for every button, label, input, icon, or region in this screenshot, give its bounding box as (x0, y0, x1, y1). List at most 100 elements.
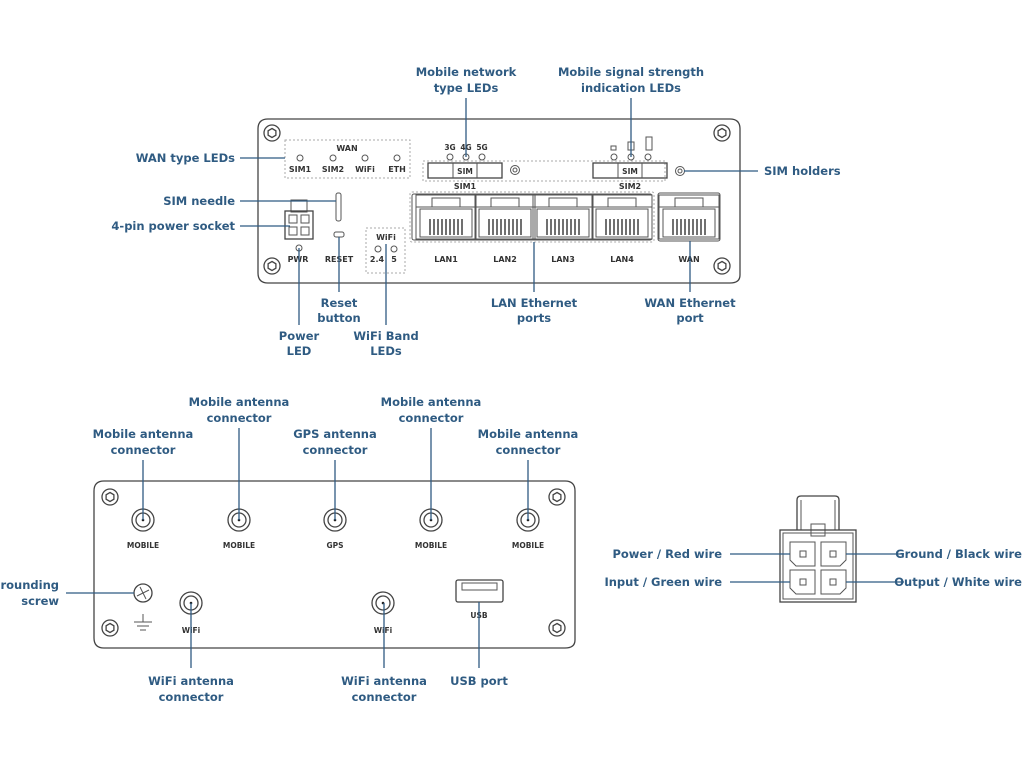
sim1-slot[interactable]: SIM (427, 162, 503, 179)
screw-icon (548, 619, 566, 637)
connector-label-3: GPS (326, 541, 343, 550)
callout-mobile-2-line1: Mobile antenna (189, 395, 290, 409)
led-icon (296, 154, 304, 162)
callout-mobile-1-line1: Mobile antenna (93, 427, 194, 441)
callout-mobile-1-line2: connector (111, 443, 176, 457)
wan-led-group (284, 139, 411, 179)
connector-label-4: MOBILE (415, 541, 447, 550)
pin-ground-black (820, 541, 847, 567)
callout-usb: USB port (450, 674, 508, 688)
wan-led-eth: ETH (388, 165, 406, 174)
ground-symbol-icon (134, 614, 152, 631)
led-icon (446, 153, 454, 161)
sim-strip (422, 160, 666, 182)
pin-label-power: Power / Red wire (612, 547, 722, 561)
sim2-holder-screw (675, 166, 685, 176)
front-panel: WAN SIM1 SIM2 WiFi ETH PWR RESET WiFi 2.… (257, 118, 741, 284)
led-icon (390, 245, 398, 253)
callout-lan-line2: ports (517, 311, 551, 325)
callout-lan-line1: LAN Ethernet (491, 296, 578, 310)
sim-needle (335, 192, 342, 222)
callout-mobile-4-line2: connector (496, 443, 561, 457)
usb-port[interactable] (455, 579, 504, 603)
callout-gps-line1: GPS antenna (293, 427, 377, 441)
led-icon (361, 154, 369, 162)
led-icon (610, 153, 618, 161)
wifi-band-24: 2.4 (370, 255, 385, 264)
signal-bar-icon (645, 136, 653, 151)
callout-grounding-line2: screw (21, 594, 59, 608)
lan-port-group (409, 191, 655, 243)
callout-mobile-2-line2: connector (207, 411, 272, 425)
signal-bar-icon (610, 145, 617, 151)
screw-icon (713, 124, 731, 142)
callout-power-socket: 4-pin power socket (111, 219, 235, 233)
callout-wifi-band-line1: WiFi Band (353, 329, 418, 343)
connector-label-1: MOBILE (127, 541, 159, 550)
callout-power-led-line1: Power (279, 329, 320, 343)
screw-icon (263, 124, 281, 142)
callout-reset-line2: button (317, 311, 361, 325)
lan2-label: LAN2 (493, 255, 517, 264)
led-icon (393, 154, 401, 162)
pin-input-green (789, 569, 816, 595)
back-panel-outline (93, 480, 576, 649)
callout-wan-type-leds: WAN type LEDs (136, 151, 235, 165)
pwr-label: PWR (288, 255, 309, 264)
wifi-band-group (365, 227, 406, 274)
wifi-group-title: WiFi (376, 233, 396, 242)
callout-wifi-band-line2: LEDs (370, 344, 402, 358)
screw-icon (713, 257, 731, 275)
sim2-slot-label: SIM (622, 167, 638, 176)
wan-led-sim2: SIM2 (322, 165, 344, 174)
pin-label-input: Input / Green wire (604, 575, 722, 589)
power-socket (284, 199, 314, 240)
callout-reset-line1: Reset (321, 296, 358, 310)
pin-label-ground: Ground / Black wire (895, 547, 1022, 561)
led-icon (478, 153, 486, 161)
sim2-name: SIM2 (619, 182, 641, 191)
ethernet-port-icon[interactable] (591, 194, 653, 240)
led-icon (329, 154, 337, 162)
callout-wifi-2-line1: WiFi antenna (341, 674, 427, 688)
ethernet-port-icon[interactable] (474, 194, 536, 240)
ethernet-port-icon[interactable] (658, 194, 720, 240)
callout-wifi-1-line2: connector (159, 690, 224, 704)
callout-network-type-leds-line1: Mobile network (416, 65, 517, 79)
wifi-band-5: 5 (391, 255, 397, 264)
connector-label-5: MOBILE (512, 541, 544, 550)
front-callouts: WAN type LEDs SIM needle 4-pin power soc… (111, 65, 840, 358)
callout-sim-needle: SIM needle (163, 194, 235, 208)
wan-port-frame (657, 192, 721, 242)
front-panel-outline (257, 118, 741, 284)
sim1-holder-screw (510, 165, 520, 175)
led-icon (374, 245, 382, 253)
screw-icon (101, 488, 119, 506)
callout-wan-line2: port (676, 311, 704, 325)
pin-power-red (789, 541, 816, 567)
wan-group-title: WAN (336, 144, 357, 153)
led-icon (644, 153, 652, 161)
lan3-label: LAN3 (551, 255, 575, 264)
callout-wifi-2-line2: connector (352, 690, 417, 704)
ethernet-port-icon[interactable] (532, 194, 594, 240)
pin-label-output: Output / White wire (894, 575, 1022, 589)
sim2-slot[interactable]: SIM (592, 162, 668, 179)
grounding-screw-icon (133, 583, 153, 603)
screw-icon (263, 257, 281, 275)
callout-signal-leds-line1: Mobile signal strength (558, 65, 704, 79)
callout-gps-line2: connector (303, 443, 368, 457)
reset-button[interactable] (333, 231, 345, 238)
callout-wan-line1: WAN Ethernet (644, 296, 736, 310)
screw-icon (101, 619, 119, 637)
led-5g-label: 5G (476, 143, 487, 152)
lan4-label: LAN4 (610, 255, 634, 264)
callout-grounding-line1: Grounding (0, 578, 59, 592)
wifi-antenna-connector-icon[interactable] (371, 591, 395, 615)
sim1-slot-label: SIM (457, 167, 473, 176)
callout-sim-holders: SIM holders (764, 164, 841, 178)
callout-mobile-3-line2: connector (399, 411, 464, 425)
wifi-connector-label-2: WiFi (374, 626, 393, 635)
ethernet-port-icon[interactable] (415, 194, 477, 240)
screw-icon (548, 488, 566, 506)
